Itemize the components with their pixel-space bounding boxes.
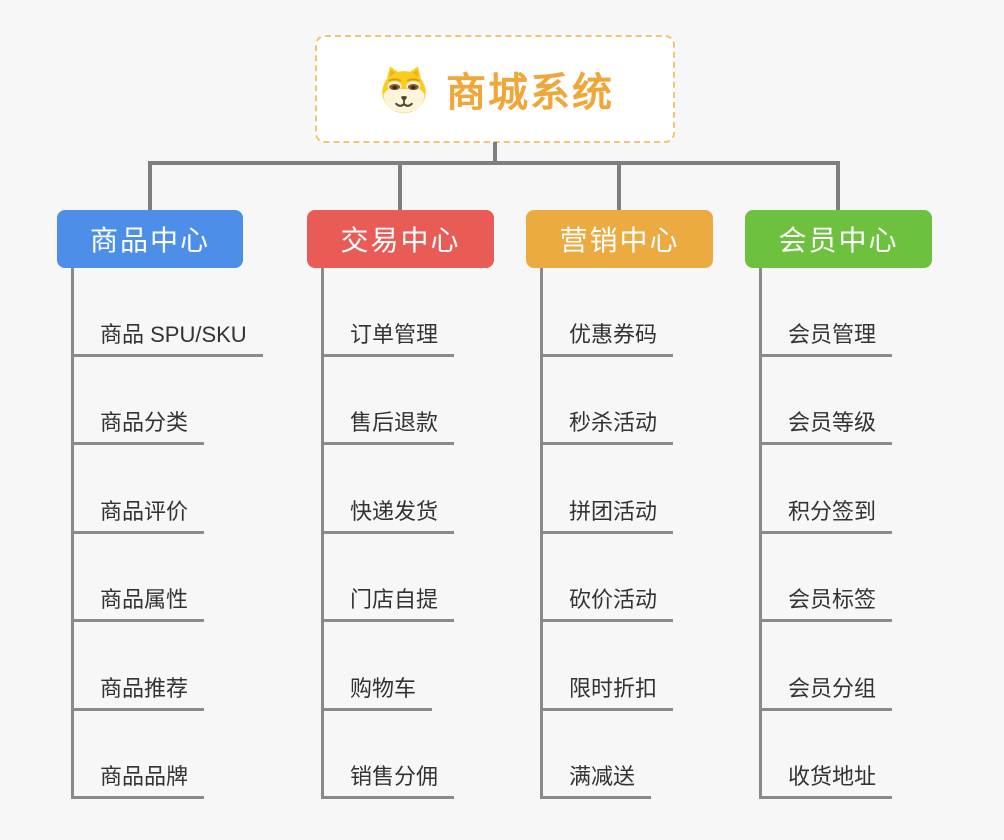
branch-node-trade-center[interactable]: 交易中心 (307, 210, 494, 268)
leaf-node[interactable]: 拼团活动 (541, 445, 674, 534)
leaf-node[interactable]: 收货地址 (760, 711, 893, 799)
leaf-node[interactable]: 会员标签 (760, 534, 893, 622)
root-node-mall-system[interactable]: 商城系统 (315, 35, 675, 143)
connector-drop-member (836, 165, 840, 210)
leaf-node[interactable]: 售后退款 (322, 357, 455, 445)
dog-face-icon (382, 66, 426, 114)
leaf-node[interactable]: 订单管理 (322, 268, 455, 357)
leaf-node[interactable]: 会员分组 (760, 622, 893, 711)
leaf-node[interactable]: 商品属性 (72, 534, 205, 622)
leaf-node[interactable]: 秒杀活动 (541, 357, 674, 445)
connector-horizontal-bus (148, 161, 840, 165)
root-title: 商城系统 (446, 71, 614, 115)
connector-trunk-member (759, 268, 762, 799)
leaf-node[interactable]: 商品评价 (72, 445, 205, 534)
leaf-node[interactable]: 购物车 (322, 622, 433, 711)
leaf-node[interactable]: 商品推荐 (72, 622, 205, 711)
branch-label: 营销中心 (559, 225, 680, 256)
branch-children-marketing: 优惠券码 秒杀活动 拼团活动 砍价活动 限时折扣 满减送 (541, 268, 674, 799)
connector-trunk-product (71, 268, 74, 799)
leaf-node[interactable]: 会员等级 (760, 357, 893, 445)
branch-children-trade: 订单管理 售后退款 快递发货 门店自提 购物车 销售分佣 (322, 268, 455, 799)
connector-drop-marketing (617, 165, 621, 210)
leaf-node[interactable]: 销售分佣 (322, 711, 455, 799)
branch-label: 会员中心 (778, 225, 899, 256)
connector-trunk-trade (321, 268, 324, 799)
branch-label: 商品中心 (89, 225, 210, 256)
leaf-node[interactable]: 限时折扣 (541, 622, 674, 711)
leaf-node[interactable]: 积分签到 (760, 445, 893, 534)
leaf-node[interactable]: 砍价活动 (541, 534, 674, 622)
leaf-node[interactable]: 门店自提 (322, 534, 455, 622)
leaf-node[interactable]: 优惠券码 (541, 268, 674, 357)
leaf-node[interactable]: 商品 SPU/SKU (72, 268, 263, 357)
branch-children-member: 会员管理 会员等级 积分签到 会员标签 会员分组 收货地址 (760, 268, 893, 799)
connector-drop-product (148, 165, 152, 210)
leaf-node[interactable]: 会员管理 (760, 268, 893, 357)
branch-node-product-center[interactable]: 商品中心 (57, 210, 243, 268)
branch-node-marketing-center[interactable]: 营销中心 (526, 210, 713, 268)
connector-drop-trade (398, 165, 402, 210)
branch-label: 交易中心 (340, 225, 461, 256)
branch-node-member-center[interactable]: 会员中心 (745, 210, 932, 268)
leaf-node[interactable]: 满减送 (541, 711, 652, 799)
connector-trunk-marketing (540, 268, 543, 799)
leaf-node[interactable]: 快递发货 (322, 445, 455, 534)
leaf-node[interactable]: 商品品牌 (72, 711, 205, 799)
connector-root-stem (493, 142, 497, 163)
leaf-node[interactable]: 商品分类 (72, 357, 205, 445)
branch-children-product: 商品 SPU/SKU 商品分类 商品评价 商品属性 商品推荐 商品品牌 (72, 268, 263, 799)
